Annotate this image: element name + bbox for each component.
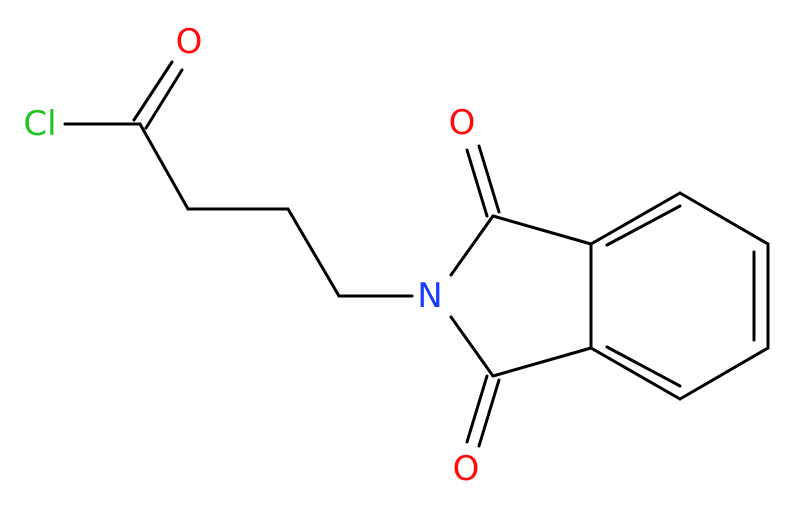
bond-c-bottom-o-double-a bbox=[465, 374, 489, 444]
bond-c1-o-double-b bbox=[144, 68, 184, 130]
atom-imide-oxygen-bottom-label: O bbox=[453, 449, 480, 489]
atom-chlorine-label: Cl bbox=[23, 104, 56, 144]
bond-c7-c7a bbox=[589, 346, 682, 401]
bond-c3-c4 bbox=[286, 207, 341, 298]
bond-c-bottom-o-double-b bbox=[477, 378, 501, 448]
bond-n-c-bottom bbox=[449, 315, 495, 378]
atom-carbonyl-oxygen-label: O bbox=[176, 22, 203, 62]
bond-c-top-o-double-b bbox=[477, 144, 501, 214]
bond-c-top-c3a bbox=[491, 214, 593, 246]
bond-c1-c2 bbox=[138, 122, 190, 211]
bond-c3a-c4 bbox=[589, 191, 682, 246]
bond-c-top-o-double-a bbox=[465, 148, 489, 218]
atom-nitrogen-label: N bbox=[417, 276, 442, 316]
bond-c6-c7 bbox=[678, 346, 770, 401]
bond-c4-c5 bbox=[678, 191, 770, 246]
bond-c-bottom-c7a bbox=[491, 346, 593, 378]
bond-aromatic-inner-top bbox=[605, 204, 682, 247]
bond-aromatic-inner-bottom bbox=[605, 345, 682, 388]
atom-imide-oxygen-top-label: O bbox=[449, 103, 476, 143]
bond-c1-o-double-a bbox=[132, 60, 174, 122]
bond-n-c-top bbox=[449, 214, 495, 277]
